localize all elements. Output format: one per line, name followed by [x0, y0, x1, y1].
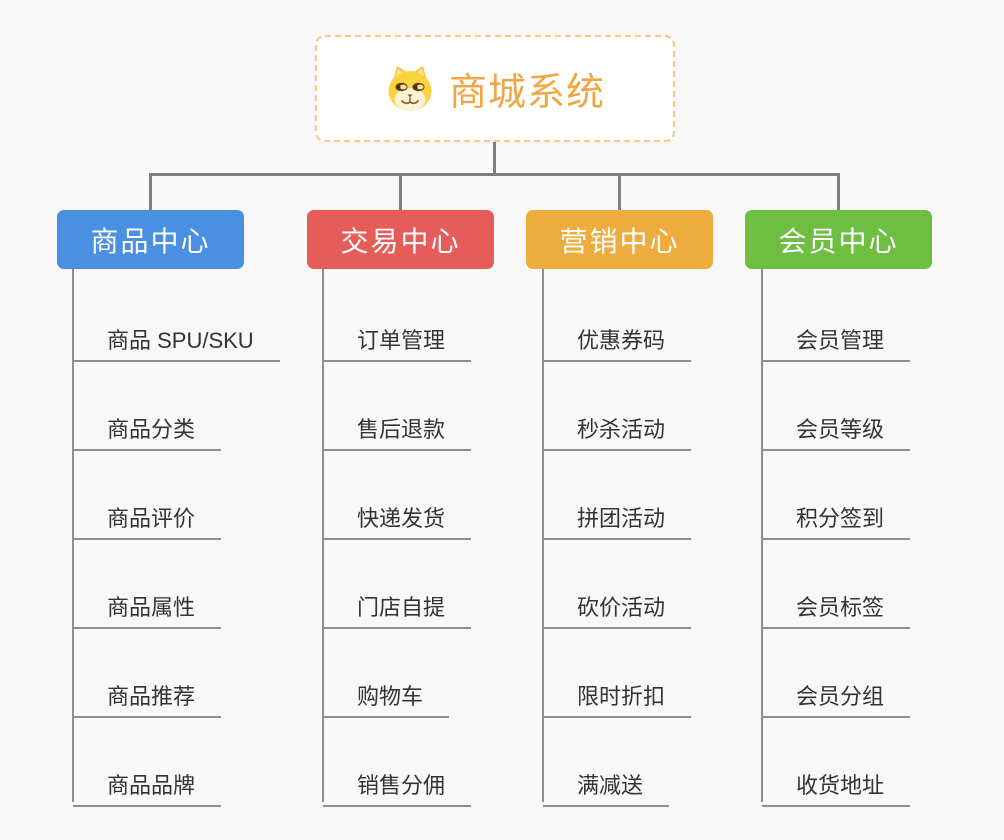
mindmap-node[interactable]: 会员标签 [762, 582, 911, 629]
branch-header-products[interactable]: 商品中心 [57, 210, 244, 269]
mindmap-node[interactable]: 商品 SPU/SKU [73, 315, 280, 362]
branch-line-members [761, 269, 763, 802]
branch-header-marketing[interactable]: 营销中心 [526, 210, 713, 269]
mindmap-node[interactable]: 砍价活动 [543, 582, 692, 629]
branch-line-products [72, 269, 74, 802]
connector-root-drop [493, 142, 496, 175]
mindmap-node[interactable]: 满减送 [543, 760, 670, 807]
mindmap-node[interactable]: 快递发货 [323, 493, 472, 540]
root-title: 商城系统 [448, 72, 605, 114]
connector-drop-members [837, 175, 840, 210]
doge-icon [388, 65, 432, 111]
mindmap-node[interactable]: 售后退款 [323, 404, 472, 451]
mindmap-node[interactable]: 积分签到 [762, 493, 911, 540]
mindmap-node[interactable]: 门店自提 [323, 582, 472, 629]
branch-line-trade [322, 269, 324, 802]
root-node[interactable]: 商城系统 [315, 35, 675, 142]
mindmap-node[interactable]: 会员等级 [762, 404, 911, 451]
mindmap-node[interactable]: 会员管理 [762, 315, 911, 362]
connector-drop-trade [399, 175, 402, 210]
mindmap-node[interactable]: 拼团活动 [543, 493, 692, 540]
branch-line-marketing [542, 269, 544, 802]
mindmap-node[interactable]: 销售分佣 [323, 760, 472, 807]
mindmap-node[interactable]: 收货地址 [762, 760, 911, 807]
mindmap-node[interactable]: 限时折扣 [543, 671, 692, 718]
connector-drop-products [149, 175, 152, 210]
mindmap-node[interactable]: 优惠券码 [543, 315, 692, 362]
mindmap-node[interactable]: 订单管理 [323, 315, 472, 362]
mindmap-node[interactable]: 商品品牌 [73, 760, 222, 807]
branch-header-members[interactable]: 会员中心 [745, 210, 932, 269]
mindmap-node[interactable]: 购物车 [323, 671, 450, 718]
mindmap-node[interactable]: 会员分组 [762, 671, 911, 718]
connector-drop-marketing [618, 175, 621, 210]
mindmap-node[interactable]: 商品推荐 [73, 671, 222, 718]
mindmap-node[interactable]: 商品评价 [73, 493, 222, 540]
branch-header-trade[interactable]: 交易中心 [307, 210, 494, 269]
mindmap-node[interactable]: 商品属性 [73, 582, 222, 629]
mindmap-node[interactable]: 秒杀活动 [543, 404, 692, 451]
mindmap-node[interactable]: 商品分类 [73, 404, 222, 451]
connector-horizontal [149, 173, 840, 176]
